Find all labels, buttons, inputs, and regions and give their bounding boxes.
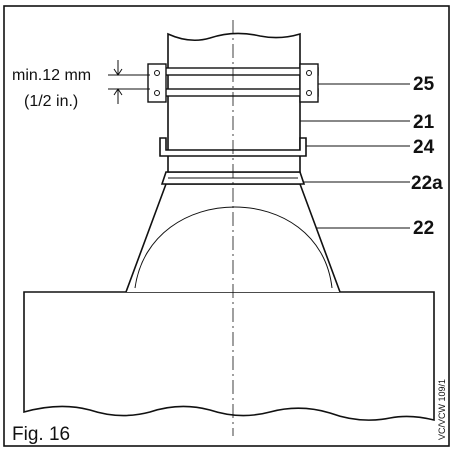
housing-body (23, 291, 435, 422)
clamp-screw (154, 70, 160, 76)
clamp-plate-right (299, 63, 319, 103)
figure-code: VC/VCW 109/1 (437, 379, 447, 440)
clamp-plate-left (147, 63, 167, 103)
part-label-hood: 22 (413, 218, 434, 239)
part-label-collar: 22a (411, 173, 443, 194)
dimension-note-line1: min.12 mm (12, 67, 91, 84)
dimension-note-line2: (1/2 in.) (24, 93, 78, 110)
clamp-screw (306, 70, 312, 76)
figure-frame (3, 5, 450, 447)
part-label-pipe: 21 (413, 112, 435, 133)
part-label-clamp: 25 (413, 74, 435, 95)
figure-caption: Fig. 16 (12, 424, 70, 445)
clamp-screw (306, 90, 312, 96)
part-label-bracket: 24 (413, 137, 435, 158)
hood-inner-dome (134, 206, 333, 289)
dimension-arrowhead (113, 88, 123, 96)
clamp-strap-upper (149, 67, 319, 76)
clamp-screw (154, 90, 160, 96)
bracket (159, 137, 307, 157)
clamp-strap-lower (149, 88, 319, 97)
dimension-arrowhead (113, 68, 123, 76)
